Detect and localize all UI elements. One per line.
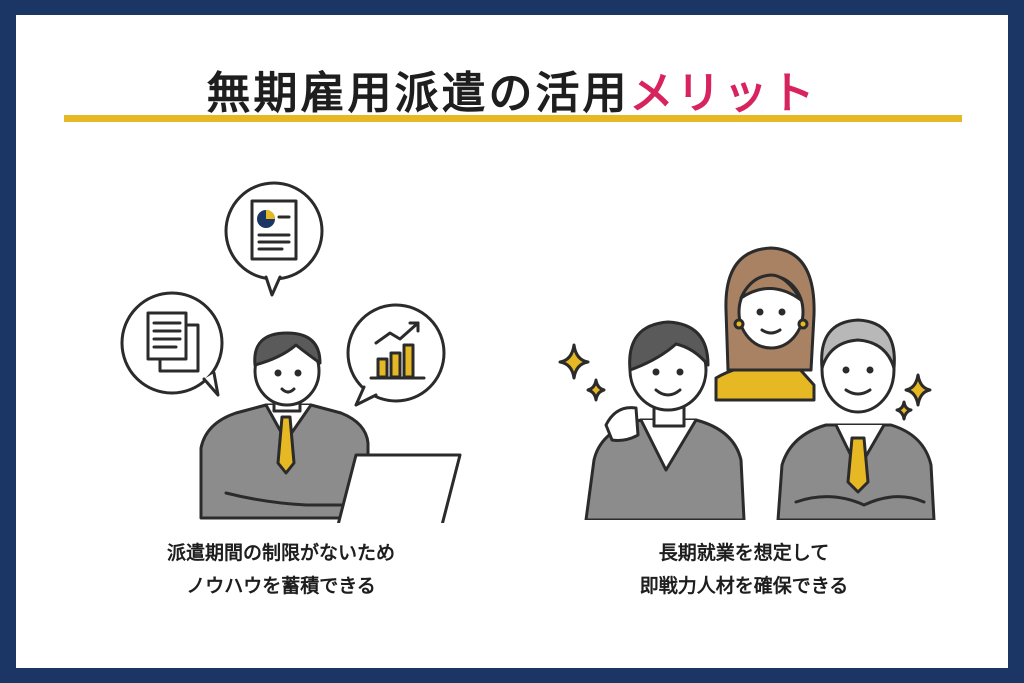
young-man-person bbox=[584, 320, 746, 520]
bar-chart-bubble-icon bbox=[346, 303, 446, 407]
caption-line: 派遣期間の制限がないため bbox=[166, 542, 395, 564]
laptop-icon bbox=[336, 453, 462, 523]
panel-caption-left: 派遣期間の制限がないため ノウハウを蓄積できる bbox=[126, 537, 436, 603]
senior-man-person bbox=[776, 318, 936, 520]
report-bubble-icon bbox=[224, 181, 324, 297]
page-title: 無期雇用派遣の活用メリット bbox=[16, 57, 1008, 121]
office-worker-person bbox=[199, 331, 370, 520]
documents-bubble-icon bbox=[120, 291, 224, 397]
woman-person bbox=[714, 246, 816, 402]
sparkle-icon bbox=[895, 400, 913, 421]
title-underline bbox=[64, 115, 962, 122]
team-illustration bbox=[558, 246, 936, 520]
caption-line: 長期就業を想定して bbox=[658, 542, 830, 564]
sparkle-icon bbox=[586, 378, 606, 402]
office-worker-illustration bbox=[120, 181, 462, 523]
content-card: 無期雇用派遣の活用メリット bbox=[16, 15, 1008, 668]
panel-caption-right: 長期就業を想定して 即戦力人材を確保できる bbox=[594, 537, 894, 603]
caption-line: ノウハウを蓄積できる bbox=[186, 575, 376, 597]
title-accent: メリット bbox=[629, 68, 818, 119]
title-main: 無期雇用派遣の活用 bbox=[206, 68, 630, 119]
caption-line: 即戦力人材を確保できる bbox=[639, 575, 849, 597]
sparkle-icon bbox=[558, 343, 590, 380]
sparkle-icon bbox=[904, 373, 932, 407]
